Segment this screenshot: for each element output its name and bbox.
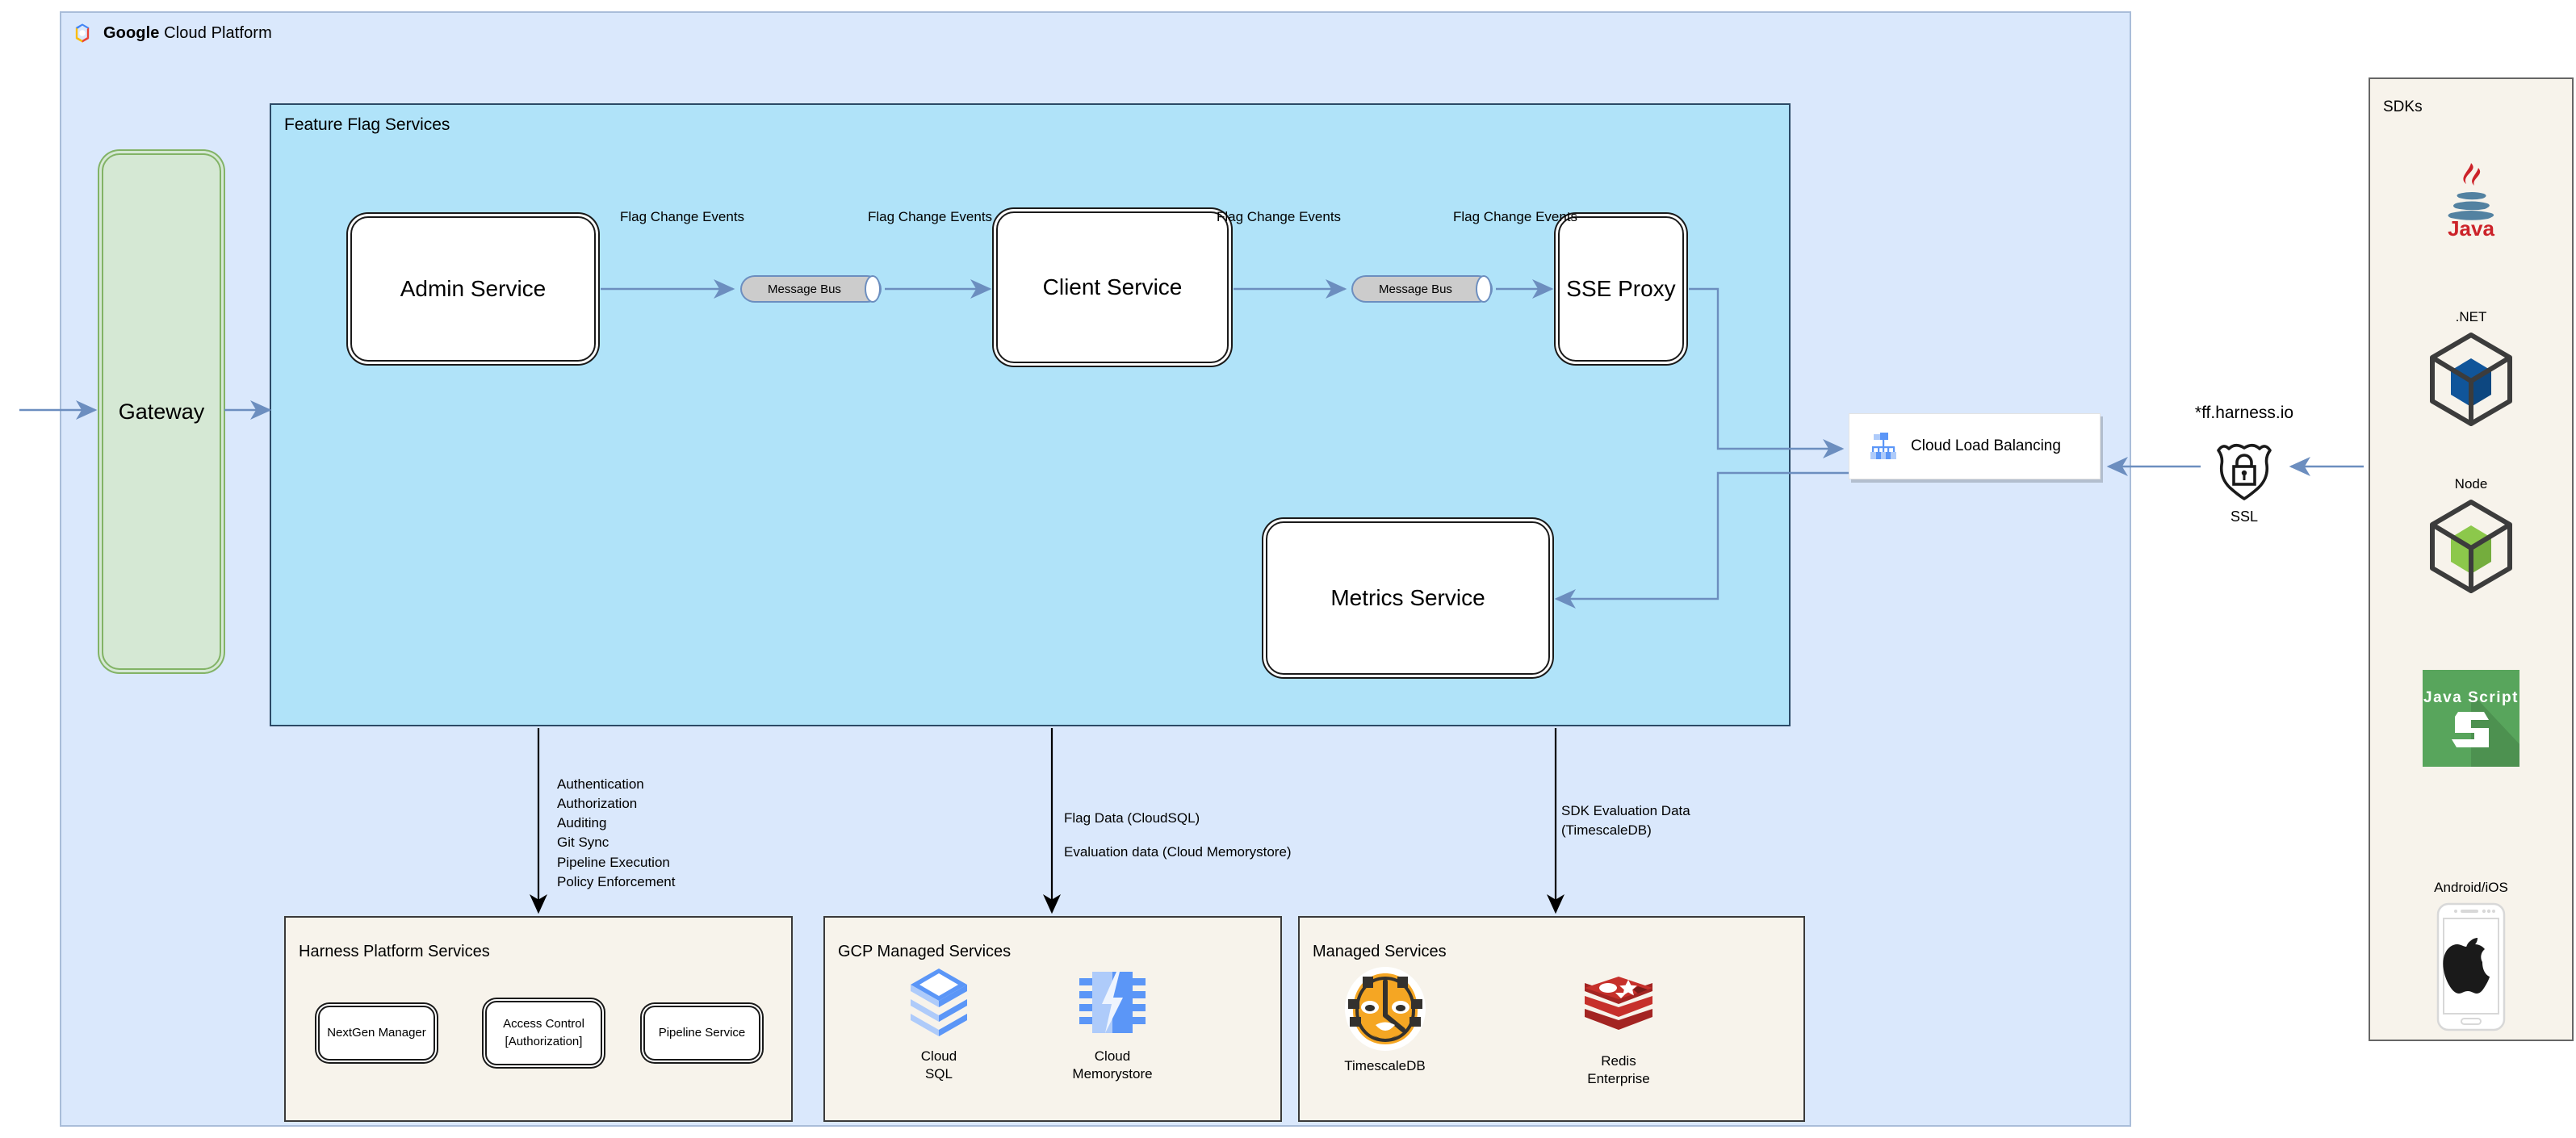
- svg-text:Java: Java: [2448, 216, 2494, 241]
- flow-label-flag-change-events-4: Flag Change Events: [1453, 209, 1578, 224]
- java-logo-icon: Java: [2435, 160, 2507, 241]
- message-bus-label: Message Bus: [1379, 282, 1452, 296]
- cloud-sql-tile[interactable]: Cloud SQL: [890, 967, 987, 1083]
- pipeline-service-label: Pipeline Service: [658, 1025, 746, 1040]
- node-cube-icon: [2427, 499, 2515, 594]
- access-control-node[interactable]: Access Control [Authorization]: [485, 1001, 602, 1065]
- sdk-dotnet-label: .NET: [2455, 309, 2487, 324]
- gateway-label: Gateway: [118, 399, 205, 424]
- admin-service-label: Admin Service: [400, 276, 547, 302]
- harness-platform-services-title: Harness Platform Services: [299, 943, 490, 960]
- redis-enterprise-tile[interactable]: Redis Enterprise: [1562, 975, 1675, 1088]
- sdk-item-java[interactable]: Java: [2369, 153, 2574, 241]
- access-control-label: Access Control [Authorization]: [503, 1016, 584, 1049]
- annotation-flag-data: Flag Data (CloudSQL) Evaluation data (Cl…: [1064, 810, 1292, 860]
- feature-flag-services-title: Feature Flag Services: [284, 115, 450, 134]
- mobile-phone-apple-icon: [2436, 902, 2506, 1031]
- flow-label-flag-change-events-1: Flag Change Events: [620, 209, 745, 224]
- flow-label-flag-change-events-2: Flag Change Events: [868, 209, 993, 224]
- nextgen-manager-node[interactable]: NextGen Manager: [318, 1006, 435, 1061]
- cloud-memorystore-icon: [1078, 967, 1147, 1041]
- sdk-item-dotnet[interactable]: .NET: [2369, 309, 2574, 427]
- gateway-node[interactable]: Gateway: [102, 153, 221, 670]
- ff-domain-label: *ff.harness.io: [2194, 404, 2294, 422]
- gcp-header: Google Cloud Platform: [71, 19, 410, 47]
- sdk-mobile-label: Android/iOS: [2434, 880, 2508, 895]
- redis-icon: [1581, 975, 1656, 1046]
- cloud-sql-icon: [907, 967, 970, 1041]
- timescaledb-tile[interactable]: TimescaleDB: [1314, 967, 1456, 1075]
- client-service-label: Client Service: [1042, 274, 1183, 300]
- sdk-item-mobile[interactable]: Android/iOS: [2369, 880, 2574, 1031]
- pipeline-service-node[interactable]: Pipeline Service: [643, 1006, 760, 1061]
- sdk-item-node[interactable]: Node: [2369, 476, 2574, 594]
- sse-proxy-label: SSE Proxy: [1566, 276, 1676, 302]
- sdk-node-label: Node: [2454, 476, 2488, 492]
- cloud-load-balancing-label: Cloud Load Balancing: [1911, 437, 2061, 454]
- message-bus-node-2[interactable]: Message Bus: [1351, 275, 1493, 303]
- ssl-shield-lock-icon: [2210, 436, 2278, 504]
- dotnet-cube-icon: [2427, 332, 2515, 427]
- message-bus-label: Message Bus: [768, 282, 841, 296]
- timescaledb-label: TimescaleDB: [1344, 1058, 1426, 1073]
- cloud-memorystore-label: Cloud Memorystore: [1072, 1048, 1153, 1082]
- annotation-harness-platform: Authentication Authorization Auditing Gi…: [557, 776, 676, 889]
- managed-services-title: Managed Services: [1313, 943, 1447, 960]
- client-service-node[interactable]: Client Service: [996, 211, 1229, 363]
- message-bus-node-1[interactable]: Message Bus: [740, 275, 882, 303]
- admin-service-node[interactable]: Admin Service: [350, 216, 596, 362]
- cylinder-cap-icon: [1476, 275, 1492, 303]
- gcp-title: Google Cloud Platform: [103, 24, 272, 43]
- gcp-title-bold: Google: [103, 23, 160, 42]
- cloud-sql-label: Cloud SQL: [920, 1048, 957, 1082]
- metrics-service-node[interactable]: Metrics Service: [1266, 521, 1550, 675]
- feature-flag-services-container: [270, 103, 1791, 726]
- cylinder-cap-icon: [865, 275, 881, 303]
- sse-proxy-node[interactable]: SSE Proxy: [1558, 216, 1684, 362]
- javascript-logo-icon: Java Script: [2423, 670, 2519, 767]
- metrics-service-label: Metrics Service: [1330, 585, 1485, 611]
- google-cloud-logo-icon: [71, 22, 94, 44]
- sdks-title: SDKs: [2383, 98, 2423, 115]
- sdk-item-javascript[interactable]: Java Script: [2369, 663, 2574, 767]
- gcp-title-rest: Cloud Platform: [159, 23, 272, 42]
- cloud-memorystore-tile[interactable]: Cloud Memorystore: [1048, 967, 1177, 1083]
- timescaledb-tiger-icon: [1343, 967, 1427, 1051]
- gcp-managed-services-panel: [823, 916, 1282, 1122]
- redis-enterprise-label: Redis Enterprise: [1587, 1053, 1650, 1087]
- gcp-managed-services-title: GCP Managed Services: [838, 943, 1012, 960]
- svg-text:Java Script: Java Script: [2423, 689, 2519, 706]
- nextgen-manager-label: NextGen Manager: [327, 1025, 426, 1040]
- cloud-load-balancing-node[interactable]: Cloud Load Balancing: [1849, 413, 2101, 479]
- flow-label-flag-change-events-3: Flag Change Events: [1217, 209, 1342, 224]
- annotation-sdk-evaluation-data: SDK Evaluation Data (TimescaleDB): [1561, 803, 1690, 839]
- cloud-load-balancing-icon: [1867, 430, 1900, 462]
- ssl-label: SSL: [2230, 508, 2259, 525]
